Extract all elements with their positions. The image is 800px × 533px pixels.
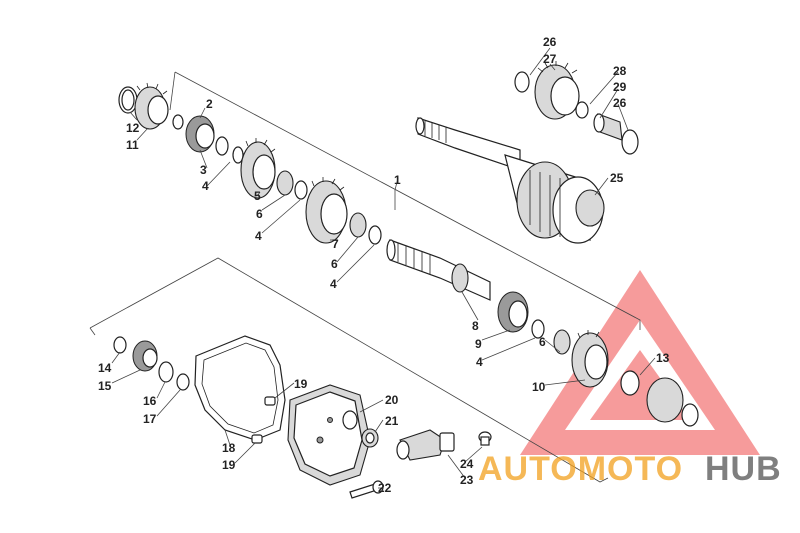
callout-19-a: 19 <box>294 377 308 391</box>
callout-6-a: 6 <box>256 207 263 221</box>
callout-4-b: 4 <box>255 229 262 243</box>
gear-5 <box>240 138 308 200</box>
callout-12: 12 <box>126 121 140 135</box>
callout-6-c: 6 <box>539 335 546 349</box>
callout-5: 5 <box>254 189 261 203</box>
gasket-18 <box>194 335 286 441</box>
part-13-assembly <box>620 370 699 427</box>
callout-26-a: 26 <box>543 35 557 49</box>
callout-29: 29 <box>613 80 627 94</box>
gear-27-assembly <box>514 61 639 155</box>
callout-18: 18 <box>222 441 236 455</box>
callout-21: 21 <box>385 414 399 428</box>
callout-7: 7 <box>332 237 339 251</box>
callout-22: 22 <box>378 481 392 495</box>
callout-19-b: 19 <box>222 458 236 472</box>
callout-1: 1 <box>394 173 401 187</box>
bolt-22 <box>349 480 384 499</box>
watermark-text: AUTOMOTO HUB <box>478 450 782 488</box>
callout-3: 3 <box>200 163 207 177</box>
callout-16: 16 <box>143 394 157 408</box>
callout-15: 15 <box>98 379 112 393</box>
watermark-logo <box>520 270 760 455</box>
callout-13: 13 <box>656 351 670 365</box>
watermark-text-automoto: AUTOMOTO <box>478 450 683 488</box>
gear-7 <box>305 177 382 245</box>
callout-14: 14 <box>98 361 112 375</box>
assembly-guide-lines <box>89 71 641 483</box>
splined-shaft-8 <box>386 239 491 301</box>
callout-8: 8 <box>472 319 479 333</box>
cover-20 <box>287 384 371 486</box>
sensor-23 <box>396 429 455 461</box>
hub-9 <box>497 291 545 339</box>
hub-3-assembly <box>172 114 244 164</box>
leader-lines <box>111 47 656 489</box>
callout-25: 25 <box>610 171 624 185</box>
callout-17: 17 <box>143 412 157 426</box>
seal-21 <box>361 428 379 448</box>
watermark-text-hub: HUB <box>705 450 782 488</box>
callout-24: 24 <box>460 457 474 471</box>
callout-labels: 1 2 3 4 4 4 4 5 6 6 6 7 8 9 10 11 12 13 … <box>98 35 670 495</box>
callout-26-b: 26 <box>613 96 627 110</box>
callout-9: 9 <box>475 337 482 351</box>
gear-10 <box>553 329 609 388</box>
dowel-pins-19 <box>251 396 276 444</box>
callout-6-b: 6 <box>331 257 338 271</box>
callout-28: 28 <box>613 64 627 78</box>
callout-27: 27 <box>543 52 557 66</box>
callout-4-c: 4 <box>330 277 337 291</box>
main-shaft-25 <box>415 117 605 244</box>
callout-4-a: 4 <box>202 179 209 193</box>
screw-24 <box>478 431 492 446</box>
callout-11: 11 <box>126 138 139 152</box>
lower-left-parts <box>113 336 190 391</box>
callout-2: 2 <box>206 97 213 111</box>
callout-20: 20 <box>385 393 399 407</box>
callout-23: 23 <box>460 473 474 487</box>
callout-10: 10 <box>532 380 546 394</box>
callout-4-d: 4 <box>476 355 483 369</box>
gear-12-assembly <box>118 82 169 130</box>
